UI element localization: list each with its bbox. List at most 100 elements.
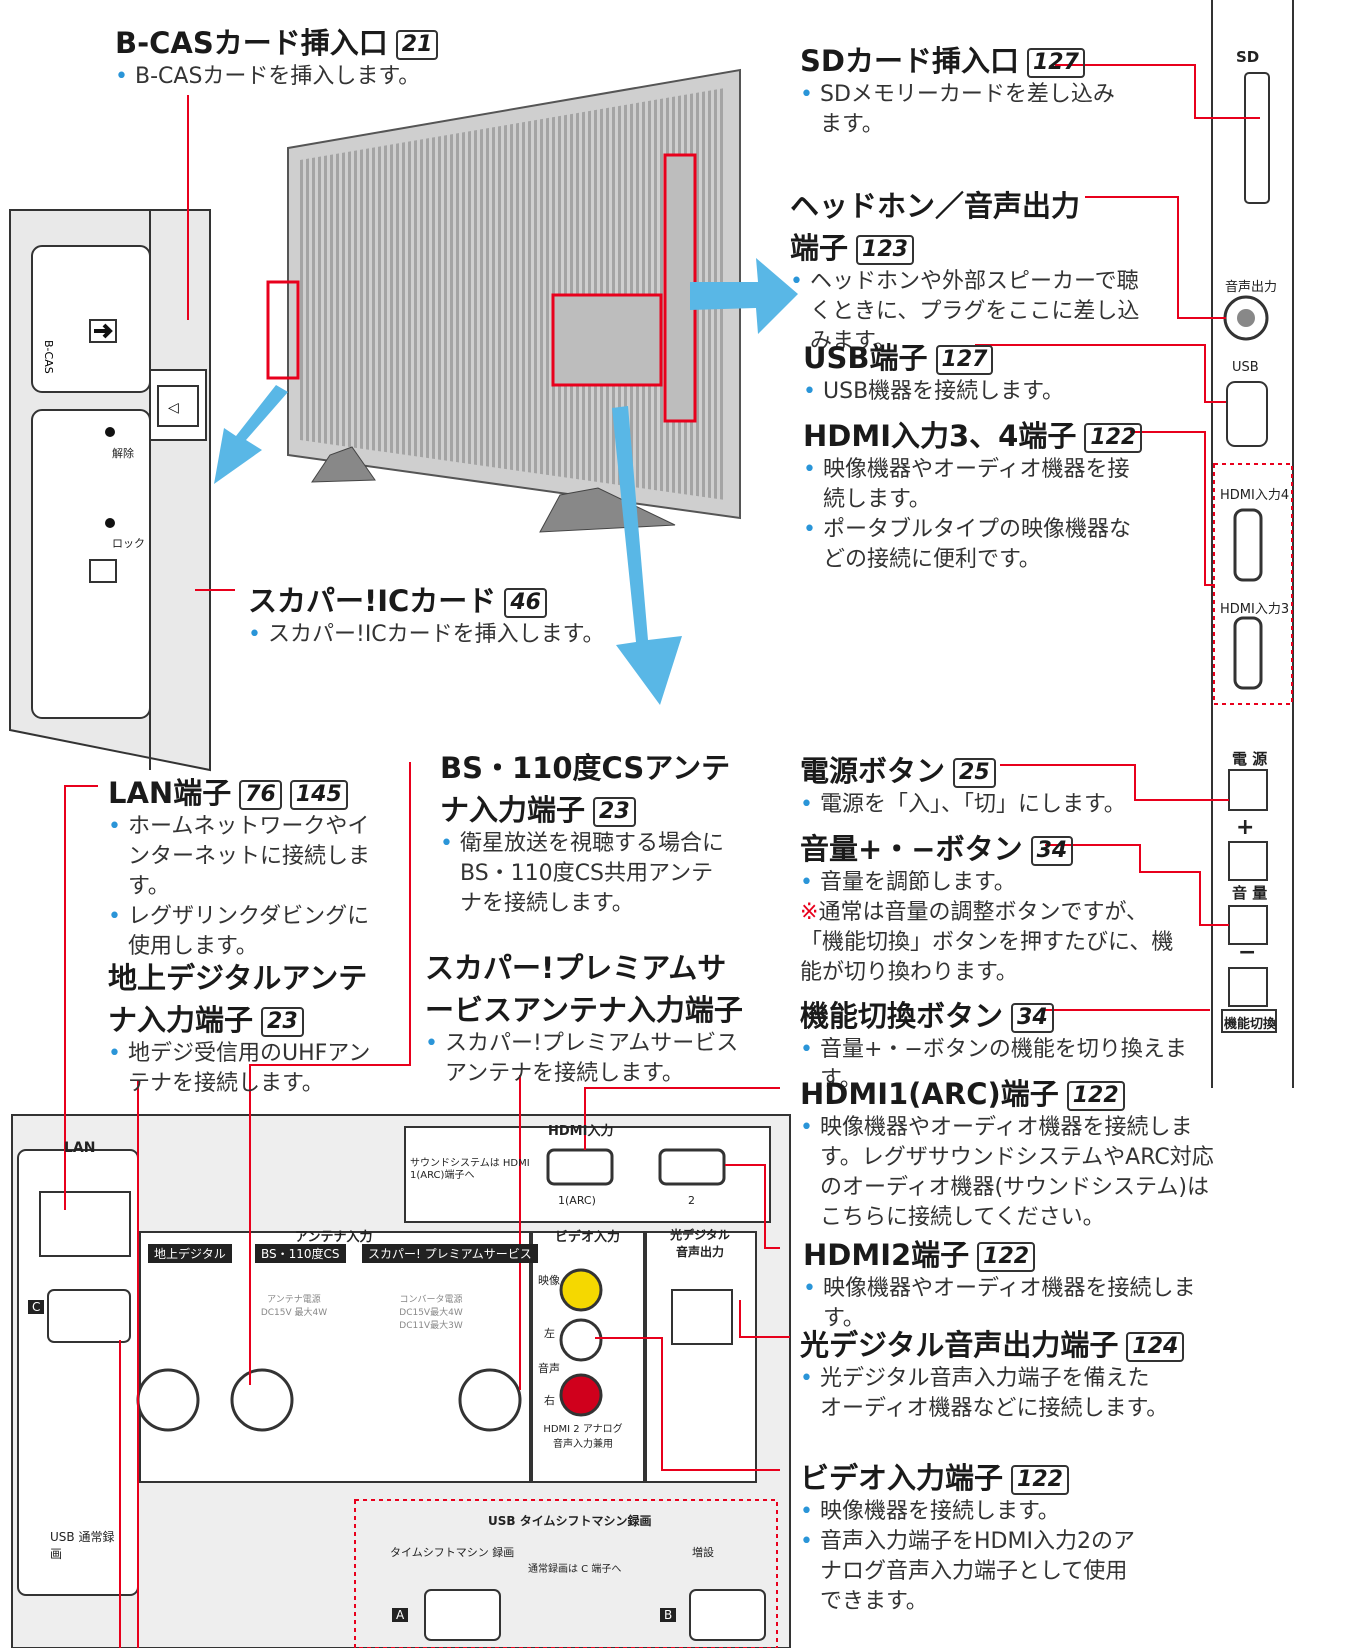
page-ref: 34 — [1030, 836, 1074, 866]
bcas-title: B-CASカード挿入口 — [115, 26, 388, 60]
svg-text:◁: ◁ — [168, 400, 179, 416]
video-port-label: 映像 — [538, 1274, 560, 1287]
page-ref: 127 — [935, 345, 994, 375]
usb-port-label: USB — [1232, 360, 1259, 375]
hdmi34-bullet: 映像機器やオーディオ機器を接続します。 — [803, 455, 1143, 515]
bcas-slot-label: B-CAS — [42, 340, 55, 374]
premium-callout: スカパー!プレミアムサービスアンテナ入力端子 スカパー!プレミアムサービスアンテ… — [425, 945, 755, 1089]
page-ref: 25 — [953, 758, 996, 788]
extension-port-label: 増設 — [692, 1546, 714, 1559]
headphone-bullet: ヘッドホンや外部スピーカーで聴くときに、プラグをここに差し込みます。 — [790, 267, 1150, 357]
hdmi2-analog-label: HDMI 2 アナログ 音声入力兼用 — [543, 1424, 623, 1450]
hdmi2-title: HDMI2端子 — [803, 1238, 970, 1272]
page-ref: 122 — [1084, 423, 1143, 453]
arrow-icon — [214, 258, 798, 705]
usb-title: USB端子 — [803, 341, 928, 375]
release-label: 解除 — [112, 447, 134, 460]
ic-card-title: スカパー!ICカード — [248, 584, 497, 618]
sd-slot-label: SD — [1236, 48, 1260, 66]
bs-cs-port-label: BS・110度CS — [255, 1244, 346, 1263]
leader-lines — [64, 64, 1260, 1648]
hdmi-input-label: HDMI入力 — [548, 1124, 614, 1139]
audio-right-label: 右 — [544, 1394, 555, 1407]
timeshift-port-label: タイムシフトマシン 録画 — [390, 1546, 515, 1559]
optical-bullet: 光デジタル音声入力端子を備えたオーディオ機器などに接続します。 — [800, 1364, 1170, 1424]
volume-bullet: 音量を調節します。 — [800, 868, 1190, 898]
function-bullet: 音量+・−ボタンの機能を切り換えます。 — [800, 1035, 1210, 1095]
optical-port-label: 光デジタル 音声出力 — [670, 1228, 730, 1259]
lan-title: LAN端子 — [108, 776, 232, 810]
note-mark: ※ — [800, 900, 819, 925]
hdmi1-bullet: 映像機器やオーディオ機器を接続します。レグザサウンドシステムやARC対応のオーデ… — [800, 1113, 1220, 1233]
usb-bullet: USB機器を接続します。 — [803, 377, 1064, 407]
page-ref: 46 — [504, 588, 547, 618]
page-ref: 76 — [239, 780, 282, 810]
lock-label: ロック — [112, 537, 145, 550]
rear-panel — [11, 1114, 791, 1648]
usb-b-badge: B — [660, 1608, 677, 1622]
normal-recording-note: 通常録画は C 端子へ — [528, 1564, 622, 1575]
card-slot-panel: B-CAS ◁ — [9, 209, 211, 772]
audio-left-label: 左 — [544, 1327, 555, 1340]
hdmi2-bullet: 映像機器やオーディオ機器を接続します。 — [803, 1274, 1233, 1334]
usb-c-badge: C — [28, 1300, 45, 1314]
page-ref: 145 — [289, 780, 348, 810]
video-title: ビデオ入力端子 — [800, 1461, 1004, 1495]
hdmi1-title: HDMI1(ARC)端子 — [800, 1077, 1059, 1111]
volume-title: 音量+・−ボタン — [800, 832, 1023, 866]
hdmi4-port-label: HDMI入力4 — [1220, 488, 1290, 503]
hdmi34-bullet: ポータブルタイプの映像機器などの接続に便利です。 — [803, 515, 1143, 575]
lan-bullet: ホームネットワークやインターネットに接続します。 — [108, 812, 388, 902]
volume-label: 音 量 — [1232, 884, 1268, 902]
bs-cs-title: BS・110度CSアンテナ入力端子 — [440, 751, 731, 827]
headphone-port-label: 音声出力 — [1225, 280, 1278, 295]
terrestrial-port-label: 地上デジタル — [148, 1244, 232, 1263]
premium-bullet: スカパー!プレミアムサービスアンテナを接続します。 — [425, 1029, 745, 1089]
volume-plus-label: + — [1236, 815, 1255, 840]
converter-power-label: コンバータ電源 DC15V最大4W DC11V最大3W — [399, 1295, 463, 1331]
video-bullet: 音声入力端子をHDMI入力2のアナログ音声入力端子として使用できます。 — [800, 1527, 1140, 1617]
page-ref: 127 — [1026, 48, 1085, 78]
optical-title: 光デジタル音声出力端子 — [800, 1328, 1119, 1362]
page-ref: 122 — [1066, 1081, 1125, 1111]
hdmi34-title: HDMI入力3、4端子 — [803, 419, 1077, 453]
hdmi3-port-label: HDMI入力3 — [1220, 602, 1290, 617]
page-ref: 23 — [593, 797, 636, 827]
function-title: 機能切換ボタン — [800, 999, 1004, 1033]
sound-system-note: サウンドシステムは HDMI 1(ARC)端子へ — [410, 1158, 530, 1181]
premium-title: スカパー!プレミアムサービスアンテナ入力端子 — [425, 951, 743, 1027]
bcas-bullet: B-CASカードを挿入します。 — [115, 62, 438, 92]
video-bullet: 映像機器を接続します。 — [800, 1497, 1140, 1527]
video-input-label: ビデオ入力 — [555, 1230, 621, 1245]
audio-label: 音声 — [538, 1362, 560, 1375]
page-ref: 124 — [1126, 1332, 1185, 1362]
volume-minus-label: − — [1238, 940, 1257, 965]
power-bullet: 電源を「入」、「切」にします。 — [800, 790, 1126, 820]
lan-bullet: レグザリンクダビングに使用します。 — [108, 902, 388, 962]
ic-card-bullet: スカパー!ICカードを挿入します。 — [248, 620, 604, 650]
terrestrial-bullet: 地デジ受信用のUHFアンテナを接続します。 — [108, 1039, 378, 1099]
bs-cs-bullet: 衛星放送を視聴する場合にBS・110度CS共用アンテナを接続します。 — [440, 829, 730, 919]
hdmi2-port-label: 2 — [688, 1194, 695, 1207]
terrestrial-title: 地上デジタルアンテナ入力端子 — [108, 961, 368, 1037]
headphone-title: ヘッドホン／音声出力端子 — [790, 189, 1081, 265]
page-ref: 21 — [395, 30, 439, 60]
sd-title: SDカード挿入口 — [800, 44, 1019, 78]
hdmi1-port-label: 1(ARC) — [558, 1194, 596, 1207]
antenna-input-label: アンテナ入力 — [295, 1230, 373, 1245]
tv-back-image — [266, 68, 741, 533]
usb-normal-label: USB 通常録画 — [50, 1530, 115, 1561]
power-title: 電源ボタン — [800, 754, 946, 788]
sd-bullet: SDメモリーカードを差し込みます。 — [800, 80, 1120, 140]
